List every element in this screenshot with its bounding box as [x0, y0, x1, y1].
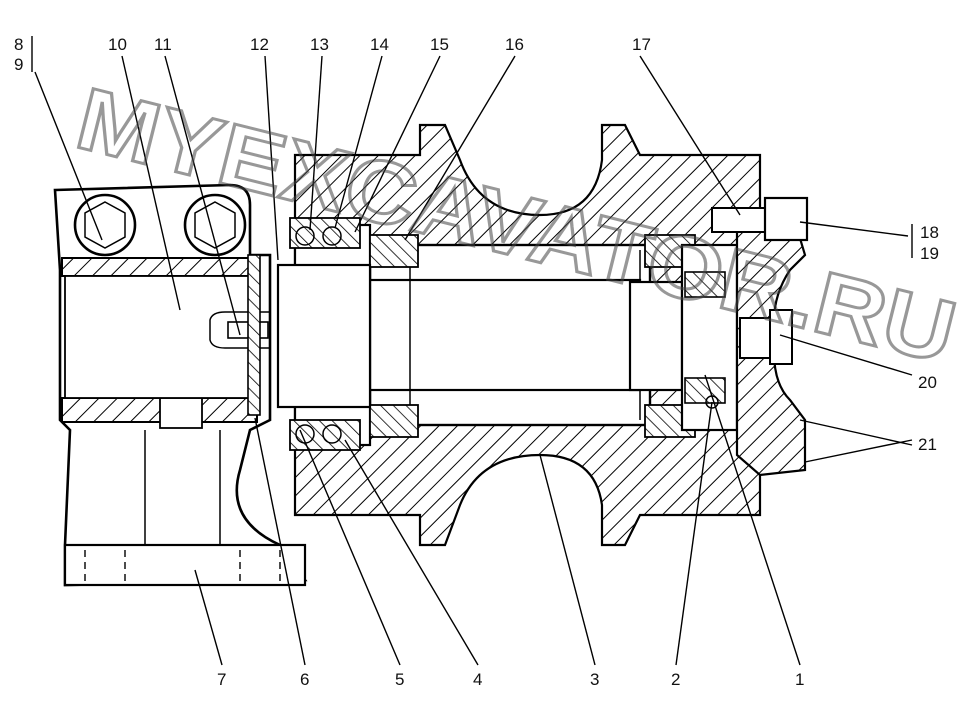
callout-2: 2 [671, 670, 680, 689]
callout-16: 16 [505, 35, 524, 54]
callout-17: 17 [632, 35, 651, 54]
callout-3: 3 [590, 670, 599, 689]
callouts-bottom: 7 6 5 4 3 2 1 [217, 670, 804, 689]
callout-18: 18 [920, 223, 939, 242]
callout-11: 11 [154, 35, 172, 54]
callout-21: 21 [918, 435, 937, 454]
callout-19: 19 [920, 244, 939, 263]
callout-10: 10 [108, 35, 127, 54]
callout-20: 20 [918, 373, 937, 392]
end-cap [711, 196, 809, 477]
callout-4: 4 [473, 670, 482, 689]
callout-5: 5 [395, 670, 404, 689]
callout-7: 7 [217, 670, 226, 689]
callout-14: 14 [370, 35, 389, 54]
leader-lines [31, 36, 913, 666]
callout-9: 9 [14, 55, 23, 74]
callout-1: 1 [795, 670, 804, 689]
callout-8: 8 [14, 35, 23, 54]
callouts-top: 8 9 10 11 12 13 14 15 16 17 [14, 35, 651, 74]
right-bearing-pack [628, 234, 739, 438]
callout-12: 12 [250, 35, 269, 54]
callout-13: 13 [310, 35, 329, 54]
callouts-right: 18 19 20 21 [918, 223, 939, 454]
callout-6: 6 [300, 670, 309, 689]
callout-15: 15 [430, 35, 449, 54]
bracket [53, 183, 308, 587]
left-bearing-pack [276, 217, 419, 451]
